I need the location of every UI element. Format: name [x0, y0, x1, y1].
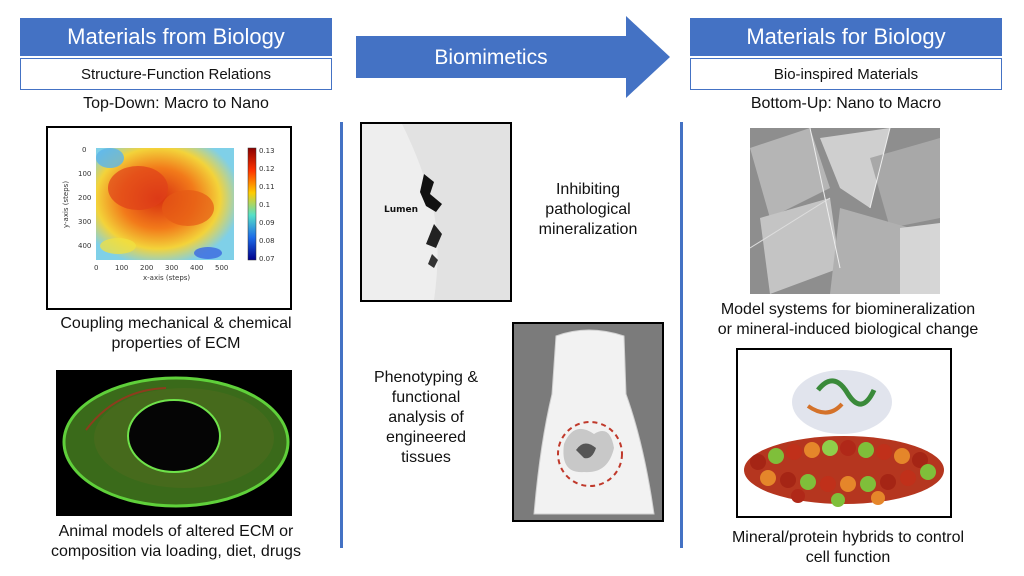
mineral-lattice: [744, 436, 944, 507]
lumen-image: Lumen: [360, 122, 512, 302]
y-tick: 200: [78, 194, 91, 202]
calcification: [426, 224, 442, 248]
right-caption-1-line1: Model systems for biomineralization: [720, 301, 976, 318]
center-caption-1: Inhibiting pathological mineralization: [526, 180, 650, 240]
bone-section-drawing: [62, 376, 290, 508]
y-tick: 300: [78, 218, 91, 226]
colorbar-tick: 0.12: [259, 165, 275, 173]
left-title: Materials from Biology: [67, 24, 285, 49]
x-tick: 400: [190, 264, 203, 272]
molecular-model-image: [736, 348, 952, 518]
bone-highlight: [85, 387, 167, 431]
heatmap-blob: [100, 238, 136, 254]
heatmap-blob: [194, 247, 222, 259]
heatmap-figure: 0.13 0.12 0.11 0.1 0.09 0.08 0.07 0 100 …: [46, 126, 292, 310]
right-caption-1: Model systems for biomineralization or m…: [690, 300, 1006, 340]
x-tick: 0: [94, 264, 98, 272]
colorbar-tick: 0.09: [259, 219, 275, 227]
y-tick: 400: [78, 242, 91, 250]
center-caption-2: Phenotyping & functional analysis of eng…: [360, 368, 492, 468]
center-caption-1-line3: mineralization: [538, 221, 638, 238]
tissue-3d-image: [512, 322, 664, 522]
right-caption-2-line1: Mineral/protein hybrids to control: [731, 529, 965, 546]
sem-drawing: [750, 128, 940, 294]
left-caption-2: Animal models of altered ECM or composit…: [14, 522, 338, 562]
left-caption-1-line2: properties of ECM: [111, 335, 241, 352]
biomimetics-arrow: Biomimetics: [356, 16, 670, 98]
left-caption-2-line1: Animal models of altered ECM or: [58, 523, 294, 540]
colorbar-tick: 0.11: [259, 183, 275, 191]
left-caption-1: Coupling mechanical & chemical propertie…: [20, 314, 332, 354]
mineral-plate: [870, 138, 940, 228]
heatmap-blob: [162, 190, 214, 226]
x-tick: 300: [165, 264, 178, 272]
x-tick: 500: [215, 264, 228, 272]
center-caption-2-line4: engineered: [385, 429, 467, 446]
center-caption-2-line1: Phenotyping &: [373, 369, 479, 386]
region-of-interest-circle: [557, 421, 623, 487]
right-title-box: Materials for Biology: [690, 18, 1002, 56]
colorbar-tick: 0.1: [259, 201, 270, 209]
right-subtitle: Bio-inspired Materials: [773, 65, 919, 83]
mineral-plate: [750, 128, 830, 218]
right-divider: [680, 122, 683, 548]
left-title-box: Materials from Biology: [20, 18, 332, 56]
lumen-label: Lumen: [384, 205, 418, 215]
calcification: [420, 174, 442, 212]
x-tick: 200: [140, 264, 153, 272]
colorbar-tick: 0.07: [259, 255, 275, 263]
bone-section-image: [56, 370, 292, 516]
tissue-channel: [576, 443, 596, 459]
x-tick: 100: [115, 264, 128, 272]
mineral-plate: [760, 198, 840, 294]
colorbar-tick: 0.08: [259, 237, 275, 245]
left-caption-1-line1: Coupling mechanical & chemical: [60, 315, 292, 332]
right-caption-2-line2: cell function: [805, 549, 891, 566]
x-axis-label: x-axis (steps): [143, 274, 190, 282]
bone-marrow-cavity: [127, 399, 221, 473]
right-caption-2: Mineral/protein hybrids to control cell …: [690, 528, 1006, 568]
tissue-3d-drawing: [514, 324, 662, 520]
right-direction: Bottom-Up: Nano to Macro: [750, 95, 942, 112]
left-caption-2-line2: composition via loading, diet, drugs: [51, 543, 301, 560]
right-caption-1-line2: or mineral-induced biological change: [717, 321, 979, 338]
mineral-plate: [830, 208, 910, 294]
arrow-shape: [356, 16, 670, 98]
heatmap-axes: 0.13 0.12 0.11 0.1 0.09 0.08 0.07 0 100 …: [62, 146, 275, 282]
left-divider: [340, 122, 343, 548]
lumen-drawing: Lumen: [362, 124, 510, 300]
right-title: Materials for Biology: [746, 24, 946, 49]
colorbar-tick: 0.13: [259, 147, 275, 155]
right-subtitle-box: Bio-inspired Materials: [690, 58, 1002, 90]
mineral-plate: [900, 223, 940, 294]
center-caption-1-line1: Inhibiting: [555, 181, 621, 198]
y-tick: 100: [78, 170, 91, 178]
mineral-plate: [820, 128, 890, 208]
protein-surface: [792, 370, 892, 434]
center-caption-2-line5: tissues: [401, 449, 451, 466]
left-direction: Top-Down: Macro to Nano: [83, 95, 269, 112]
left-subtitle-box: Structure-Function Relations: [20, 58, 332, 90]
left-subtitle: Structure-Function Relations: [80, 65, 272, 83]
arrow-label: Biomimetics: [434, 46, 548, 69]
calcification: [428, 254, 438, 268]
protein-ribbon: [806, 402, 844, 415]
heatmap-blob: [96, 148, 124, 168]
sem-mineral-image: [750, 128, 940, 294]
tissue-edge: [402, 124, 510, 300]
protein-ribbon: [816, 378, 877, 407]
center-caption-2-line3: analysis of: [388, 409, 464, 426]
center-caption-1-line2: pathological: [545, 201, 631, 218]
y-tick: 0: [82, 146, 86, 154]
heatmap-blob: [108, 166, 168, 210]
y-axis-label: y-axis (steps): [62, 181, 70, 228]
heatmap-colorbar: [247, 147, 257, 261]
center-caption-2-line2: functional: [391, 389, 461, 406]
heatmap-chart: 0.13 0.12 0.11 0.1 0.09 0.08 0.07 0 100 …: [62, 146, 275, 282]
molecular-model-drawing: [738, 350, 950, 516]
